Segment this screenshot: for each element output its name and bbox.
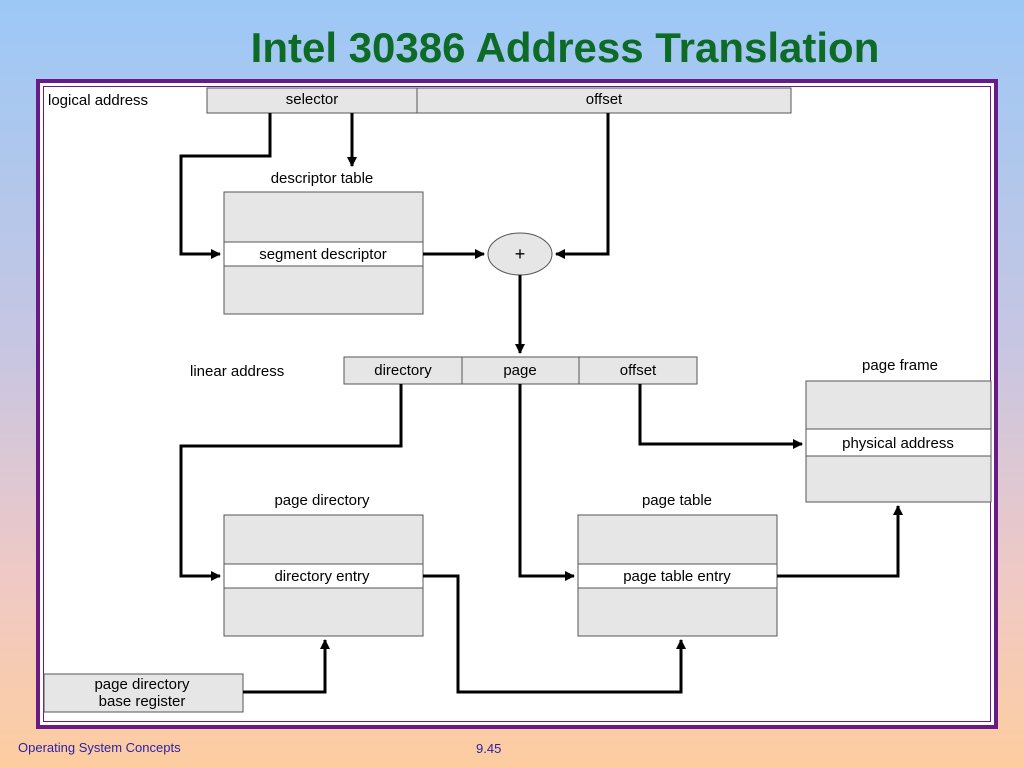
- selector-label: selector: [286, 91, 339, 108]
- arrow-offset-to-physical-address: [638, 384, 803, 449]
- page-table-top: [577, 514, 778, 565]
- base-register-label-line1: page directory: [94, 676, 190, 693]
- slide-title: Intel 30386 Address Translation: [250, 24, 880, 71]
- linear-offset-field: [578, 356, 698, 385]
- physical-address-row: [805, 428, 992, 457]
- page-directory-top: [223, 514, 424, 565]
- selector-field: [206, 87, 418, 114]
- logical-address-label: logical address: [48, 92, 148, 109]
- page-frame-label: page frame: [862, 357, 938, 374]
- descriptor-table-label: descriptor table: [271, 170, 374, 187]
- segment-descriptor-label: segment descriptor: [259, 246, 387, 263]
- page-directory-bottom: [223, 587, 424, 637]
- linear-offset-label: offset: [620, 362, 657, 379]
- page-table-label: page table: [642, 492, 712, 509]
- linear-address-label: linear address: [190, 363, 284, 380]
- arrow-directory-entry-to-page-table: [423, 574, 686, 694]
- footer-course-title: Operating System Concepts: [18, 740, 181, 755]
- directory-entry-row: [223, 563, 424, 589]
- base-register-label-line2: base register: [99, 693, 186, 710]
- physical-address-label: physical address: [842, 435, 954, 452]
- page-directory-label: page directory: [274, 492, 370, 509]
- arrow-selector-to-segment-descriptor: [179, 113, 272, 259]
- descriptor-table-bottom: [223, 265, 424, 315]
- directory-label: directory: [374, 362, 432, 379]
- page-label: page: [503, 362, 536, 379]
- page-frame-top: [805, 380, 992, 430]
- arrow-directory-to-directory-entry: [179, 384, 403, 581]
- directory-entry-label: directory entry: [274, 568, 370, 585]
- adder-plus-label: +: [515, 244, 526, 264]
- arrow-base-register-to-page-directory: [243, 639, 330, 694]
- descriptor-table-top: [223, 191, 424, 243]
- page-table-entry-label: page table entry: [623, 568, 731, 585]
- footer-slide-number: 9.45: [476, 741, 502, 756]
- page-frame-bottom: [805, 455, 992, 503]
- directory-field: [343, 356, 463, 385]
- arrow-page-table-entry-to-page-frame: [777, 505, 903, 578]
- arrow-offset-to-adder: [555, 113, 610, 259]
- base-register-box: [43, 673, 244, 713]
- logical-offset-label: offset: [586, 91, 623, 108]
- arrow-page-to-page-table-entry: [518, 384, 575, 581]
- page-table-bottom: [577, 587, 778, 637]
- logical-offset-field: [416, 87, 792, 114]
